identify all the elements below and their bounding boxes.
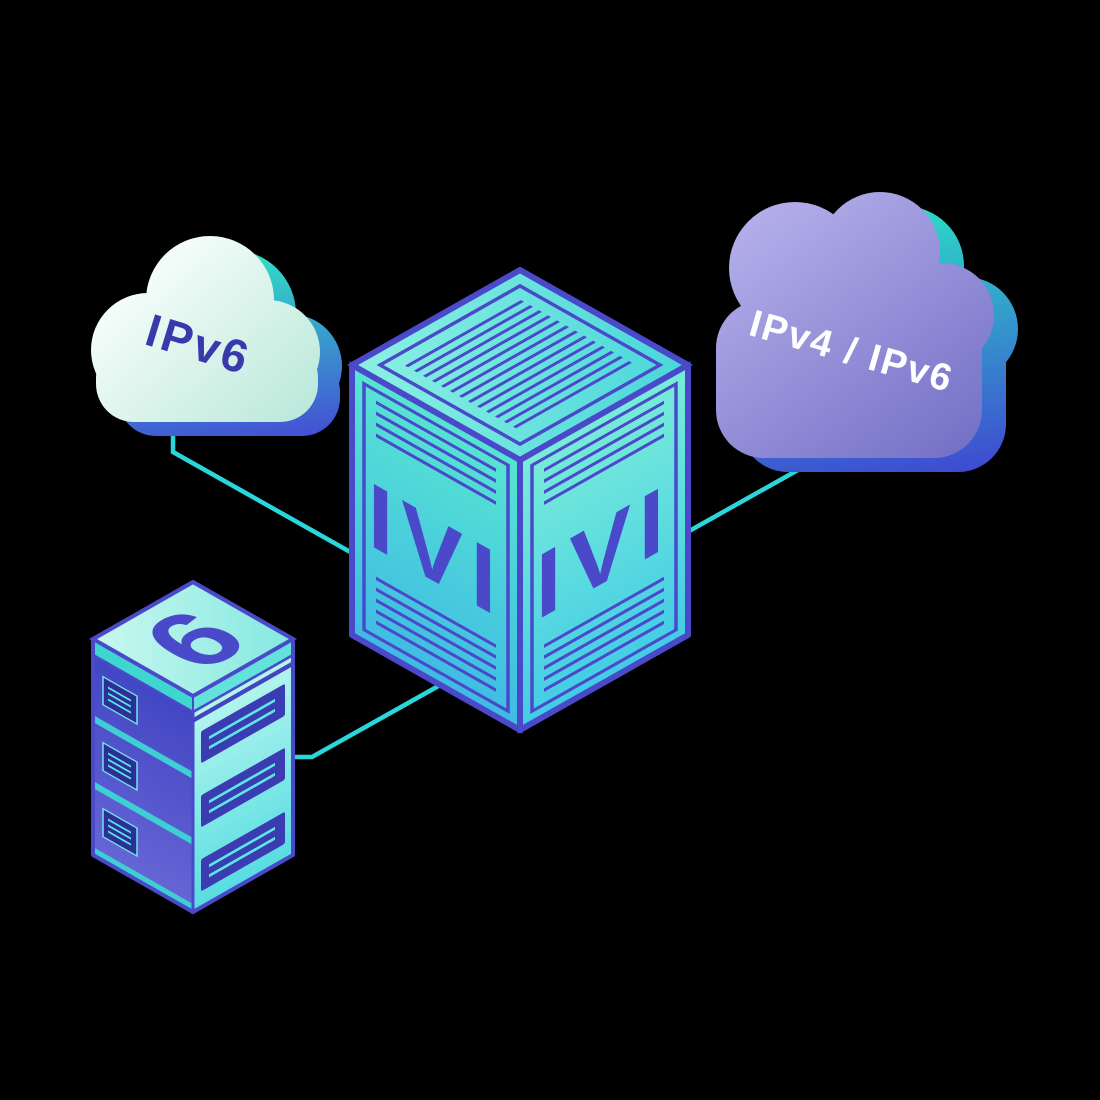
box-top-frame bbox=[376, 283, 664, 447]
ipv6-cloud-body bbox=[91, 236, 320, 422]
server-left-separator bbox=[93, 715, 193, 779]
box-inner-edges bbox=[350, 362, 690, 730]
ipv6-cloud: IPv6 bbox=[91, 236, 342, 436]
box-left-top-stripes bbox=[376, 400, 496, 509]
box-top-stripes bbox=[404, 299, 636, 431]
box-right-top-stripes bbox=[544, 400, 664, 509]
server-right-face bbox=[191, 652, 295, 915]
server-right-units bbox=[201, 684, 285, 891]
ipv4-ipv6-cloud: IPv4 / IPv6 bbox=[716, 192, 1018, 472]
server-tower: 6 bbox=[89, 579, 297, 915]
server-left-separator bbox=[93, 781, 193, 845]
box-left-bottom-stripes bbox=[376, 576, 496, 695]
server-right-top-band bbox=[193, 661, 293, 723]
server-left-face bbox=[91, 652, 195, 915]
box-front-right-face: IVI bbox=[517, 361, 691, 734]
box-right-frame bbox=[530, 381, 678, 714]
ivi-translator-box: IVI IVI bbox=[347, 267, 693, 734]
ipv4-ipv6-cloud-body bbox=[716, 192, 994, 458]
server-left-separator bbox=[93, 847, 193, 911]
box-right-bottom-stripes bbox=[544, 576, 664, 695]
server-outline bbox=[91, 580, 295, 914]
server-left-drive-bays bbox=[102, 675, 138, 858]
box-left-frame bbox=[362, 381, 510, 714]
